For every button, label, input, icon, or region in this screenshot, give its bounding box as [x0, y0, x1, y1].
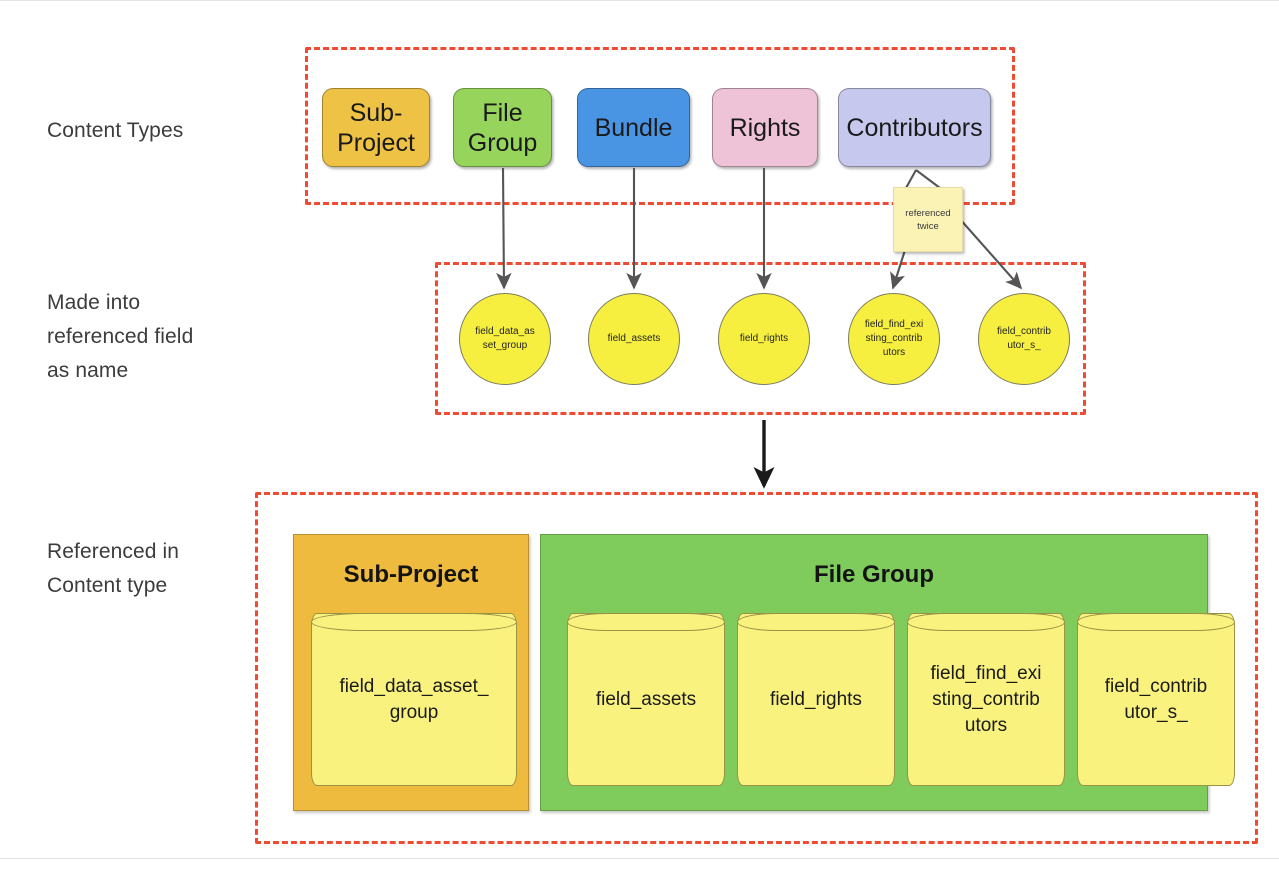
- field-cylinder-field-rights[interactable]: field_rights: [737, 613, 895, 786]
- content-type-chip-file-group[interactable]: File Group: [453, 88, 552, 167]
- field-circle-field-find-existing-contributors[interactable]: field_find_exi sting_contrib utors: [848, 293, 940, 385]
- field-cylinder-label: field_contrib utor_s_: [1104, 675, 1208, 723]
- field-cylinder-label: field_assets: [595, 688, 697, 710]
- content-type-chip-rights[interactable]: Rights: [712, 88, 818, 167]
- sticky-note-referenced-twice[interactable]: referenced twice: [893, 187, 963, 252]
- dashed-group-referenced-fields: [435, 262, 1086, 415]
- field-circle-field-assets[interactable]: field_assets: [588, 293, 680, 385]
- page-rule-top: [0, 0, 1279, 1]
- dashed-group-content-types: [305, 47, 1015, 205]
- row-label-content-types: Content Types: [47, 119, 184, 142]
- field-cylinder-label: field_rights: [770, 688, 862, 710]
- dashed-group-referenced-in-content-type: [255, 492, 1258, 844]
- content-type-chip-contributors[interactable]: Contributors: [838, 88, 991, 167]
- field-cylinder-field-contributor-s[interactable]: field_contrib utor_s_: [1077, 613, 1235, 786]
- field-cylinder-field-assets[interactable]: field_assets: [567, 613, 725, 786]
- content-type-chip-sub-project[interactable]: Sub- Project: [322, 88, 430, 167]
- field-circle-field-rights[interactable]: field_rights: [718, 293, 810, 385]
- panel-title-file-group: File Group: [814, 561, 934, 588]
- field-cylinder-field-data-asset-group[interactable]: field_data_asset_ group: [311, 613, 517, 786]
- field-circle-field-data-asset-group[interactable]: field_data_as set_group: [459, 293, 551, 385]
- row-label-referenced-in-content-type: Referenced in Content type: [47, 540, 180, 597]
- field-circle-field-contributor-s[interactable]: field_contrib utor_s_: [978, 293, 1070, 385]
- content-type-panel-sub-project[interactable]: Sub-Project field_data_asset_ group: [293, 534, 529, 811]
- page-rule-bottom: [0, 858, 1279, 859]
- panel-title-sub-project: Sub-Project: [343, 561, 479, 588]
- content-type-chip-bundle[interactable]: Bundle: [577, 88, 690, 167]
- field-cylinder-field-find-existing-contributors[interactable]: field_find_exi sting_contrib utors: [907, 613, 1065, 786]
- field-cylinder-label: field_data_asset_ group: [339, 675, 489, 723]
- row-label-made-into-referenced-field: Made into referenced field as name: [47, 291, 194, 382]
- field-cylinder-label: field_find_exi sting_contrib utors: [930, 662, 1042, 736]
- content-type-panel-file-group[interactable]: File Group field_assets field_rights fie…: [540, 534, 1235, 811]
